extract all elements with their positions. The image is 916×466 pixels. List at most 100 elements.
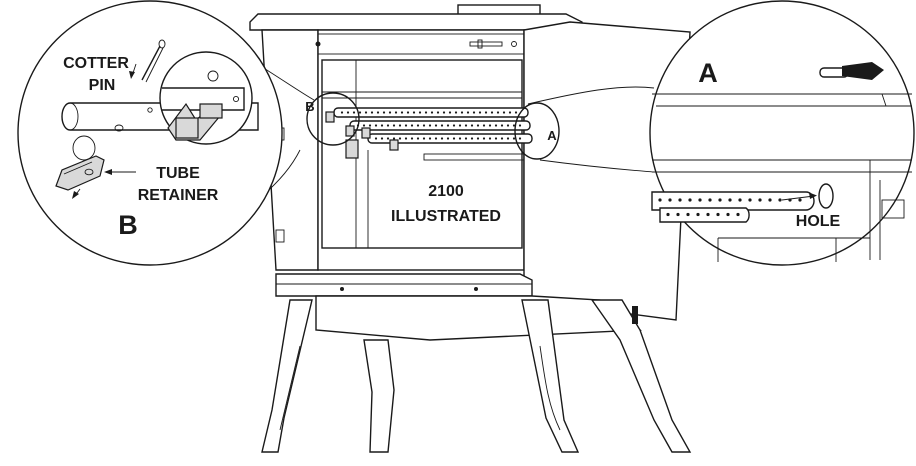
tube-hole	[454, 111, 458, 114]
tube-hole	[368, 124, 372, 127]
tube-hole	[424, 111, 428, 114]
tube-hole	[688, 198, 692, 202]
tube-hole	[412, 111, 416, 114]
top-plate	[249, 13, 583, 31]
tube-hole	[386, 124, 390, 127]
tube-hole	[358, 111, 362, 114]
tube-hole	[398, 137, 402, 140]
tube-hole	[490, 111, 494, 114]
tube-hole	[442, 111, 446, 114]
detail-a-letter: A	[698, 58, 718, 88]
tube-hole	[418, 111, 422, 114]
tube-hole	[362, 124, 366, 127]
tube-hole	[768, 198, 772, 202]
tube-hole	[500, 124, 504, 127]
tube-hole	[410, 137, 414, 140]
air-control-knob	[842, 62, 884, 80]
cotter-label-line1: COTTER	[63, 55, 129, 72]
tube-hole	[404, 137, 408, 140]
tube-hole	[482, 124, 486, 127]
detail-a-small-letter: A	[547, 128, 557, 143]
tube-hole	[676, 212, 680, 217]
tube-hole	[394, 111, 398, 114]
tube-hole	[346, 111, 350, 114]
tube-hole	[392, 137, 396, 140]
door-hinge-lower	[275, 229, 285, 243]
tube-hole	[380, 124, 384, 127]
tube-hole	[748, 198, 752, 202]
tube-hole	[380, 137, 384, 140]
tube-hole	[398, 124, 402, 127]
tube-hole	[668, 198, 672, 202]
tube-hole	[416, 137, 420, 140]
tube-hole	[698, 198, 702, 202]
tube-hole	[716, 212, 720, 217]
tube-hole	[494, 137, 498, 140]
tube-hole	[738, 198, 742, 202]
base-skirt	[315, 295, 642, 341]
tube-hole	[430, 111, 434, 114]
tube-hole	[512, 124, 516, 127]
leg-front-left	[261, 299, 313, 453]
tube-hole	[428, 137, 432, 140]
tube-hole	[494, 124, 498, 127]
tube-hole	[458, 137, 462, 140]
tube-hole	[718, 198, 722, 202]
tube-hole	[370, 111, 374, 114]
tube-hole	[706, 212, 710, 217]
tube-hole	[728, 198, 732, 202]
tube-hole	[478, 111, 482, 114]
detail-b-circle	[17, 0, 283, 266]
ash-lip	[275, 273, 533, 297]
tube-hole	[388, 111, 392, 114]
tube-hole	[392, 124, 396, 127]
tube-hole	[778, 198, 782, 202]
cotter-pin-bracket	[345, 139, 359, 159]
tube-hole	[500, 137, 504, 140]
tube-hole	[376, 111, 380, 114]
tube-hole	[422, 124, 426, 127]
hole-label: HOLE	[796, 213, 841, 230]
leg-front-right	[521, 299, 580, 453]
tube-hole	[374, 137, 378, 140]
detail-circle-a-small	[514, 102, 560, 160]
tube-hole	[448, 111, 452, 114]
retainer-clip-2	[345, 125, 355, 137]
tube-hole	[400, 111, 404, 114]
tube-hole	[686, 212, 690, 217]
tube-hole	[484, 111, 488, 114]
tube-hole	[518, 137, 522, 140]
cotter-label-line2: PIN	[89, 77, 116, 94]
tube-hole	[464, 124, 468, 127]
tube-hole	[434, 137, 438, 140]
tube-hole	[452, 124, 456, 127]
air-slider	[469, 41, 503, 47]
tube-hole	[506, 137, 510, 140]
tube-hole	[364, 111, 368, 114]
tube-hole	[466, 111, 470, 114]
tube-hole	[428, 124, 432, 127]
tube-hole	[404, 124, 408, 127]
model-label-line1: 2100	[428, 183, 464, 200]
tube-hole	[476, 137, 480, 140]
tube-hole	[512, 137, 516, 140]
tube-hole	[446, 137, 450, 140]
tube-hole	[758, 198, 762, 202]
tube-hole	[382, 111, 386, 114]
tube-hole	[470, 124, 474, 127]
tube-hole	[470, 137, 474, 140]
tube-hole	[440, 137, 444, 140]
tube-retainer-label-line2: RETAINER	[138, 187, 219, 204]
tube-hole	[410, 124, 414, 127]
tube-hole	[508, 111, 512, 114]
tube-hole	[406, 111, 410, 114]
leg-rear-right	[590, 299, 692, 453]
detail-b-small-letter: B	[305, 99, 314, 114]
rear-bolt	[632, 306, 638, 324]
tube-retainer-label-line1: TUBE	[156, 165, 200, 182]
wall-hole	[818, 183, 834, 209]
tube-hole	[482, 137, 486, 140]
retainer-loop	[72, 135, 96, 161]
tube-retainer-detail	[55, 155, 105, 191]
